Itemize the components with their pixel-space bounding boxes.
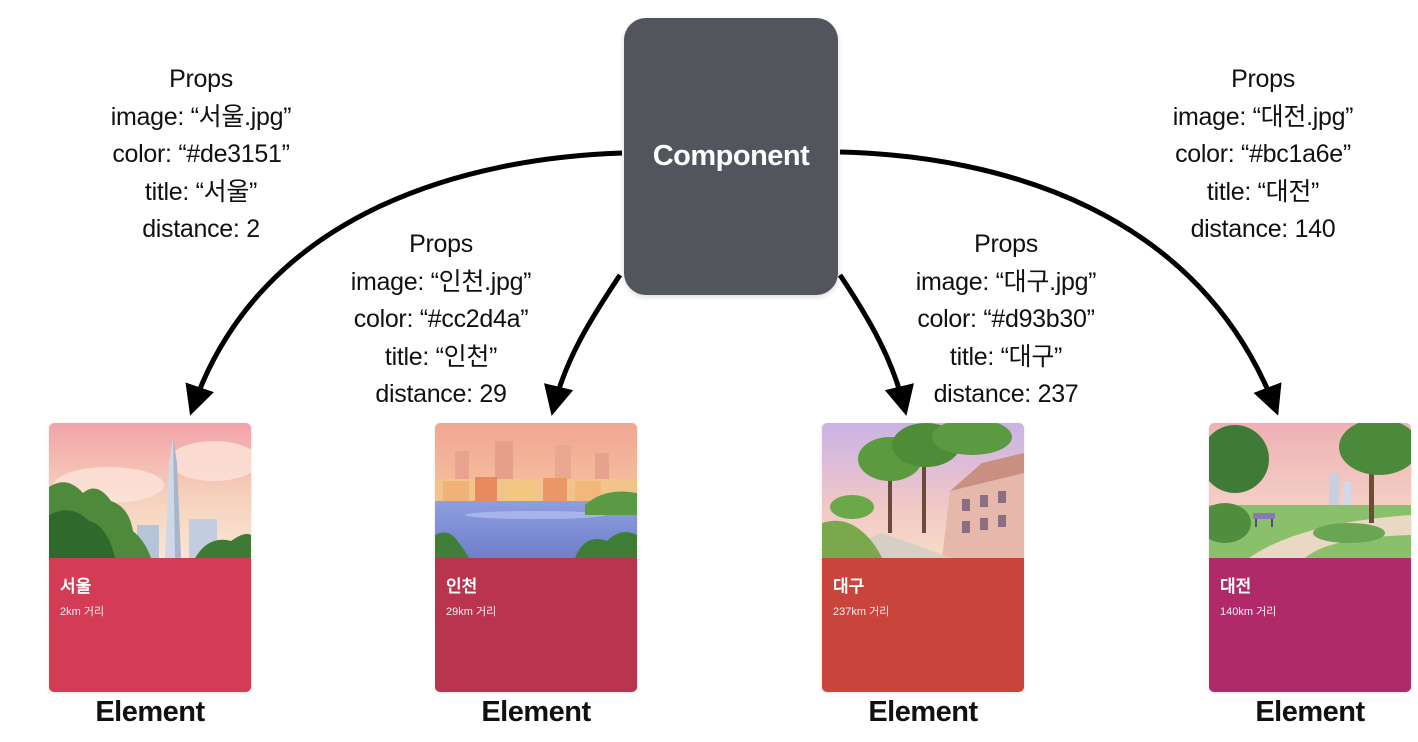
props-image: image: “대전.jpg” xyxy=(1103,99,1418,137)
city-card-2[interactable]: 인천 29km 거리 xyxy=(435,423,637,692)
element-label-3: Element xyxy=(822,696,1024,729)
props-color: color: “#bc1a6e” xyxy=(1103,136,1418,174)
props-distance: distance: 237 xyxy=(846,376,1166,414)
element-label-2: Element xyxy=(435,696,637,729)
card-body: 인천 29km 거리 xyxy=(435,558,637,692)
element-label-4: Element xyxy=(1209,696,1411,729)
city-card-3[interactable]: 대구 237km 거리 xyxy=(822,423,1024,692)
city-card-1[interactable]: 서울 2km 거리 xyxy=(49,423,251,692)
incheon-waterfront-illustration xyxy=(435,423,637,558)
city-card-4[interactable]: 대전 140km 거리 xyxy=(1209,423,1411,692)
card-title: 서울 xyxy=(60,572,91,597)
props-color: color: “#d93b30” xyxy=(846,301,1166,339)
props-block-2: Props image: “인천.jpg” color: “#cc2d4a” t… xyxy=(281,226,601,414)
props-block-1: Props image: “서울.jpg” color: “#de3151” t… xyxy=(41,61,361,249)
daegu-street-illustration xyxy=(822,423,1024,558)
card-title: 대구 xyxy=(833,572,864,597)
props-title: title: “대전” xyxy=(1103,174,1418,212)
daejeon-park-illustration xyxy=(1209,423,1411,558)
props-image: image: “인천.jpg” xyxy=(281,264,601,302)
props-color: color: “#cc2d4a” xyxy=(281,301,601,339)
props-color: color: “#de3151” xyxy=(41,136,361,174)
component-label: Component xyxy=(653,140,810,173)
props-heading: Props xyxy=(1103,61,1418,99)
card-body: 대구 237km 거리 xyxy=(822,558,1024,692)
seoul-skyline-illustration xyxy=(49,423,251,558)
card-distance: 2km 거리 xyxy=(60,603,104,619)
props-block-3: Props image: “대구.jpg” color: “#d93b30” t… xyxy=(846,226,1166,414)
card-title: 대전 xyxy=(1220,572,1251,597)
props-block-4: Props image: “대전.jpg” color: “#bc1a6e” t… xyxy=(1103,61,1418,249)
props-image: image: “서울.jpg” xyxy=(41,99,361,137)
props-title: title: “서울” xyxy=(41,174,361,212)
component-box: Component xyxy=(624,18,838,295)
element-label-1: Element xyxy=(49,696,251,729)
props-distance: distance: 140 xyxy=(1103,211,1418,249)
props-title: title: “대구” xyxy=(846,339,1166,377)
props-heading: Props xyxy=(41,61,361,99)
card-title: 인천 xyxy=(446,572,477,597)
card-body: 서울 2km 거리 xyxy=(49,558,251,692)
props-distance: distance: 29 xyxy=(281,376,601,414)
card-body: 대전 140km 거리 xyxy=(1209,558,1411,692)
card-distance: 29km 거리 xyxy=(446,603,496,619)
props-heading: Props xyxy=(281,226,601,264)
card-distance: 237km 거리 xyxy=(833,603,889,619)
card-distance: 140km 거리 xyxy=(1220,603,1276,619)
props-image: image: “대구.jpg” xyxy=(846,264,1166,302)
props-title: title: “인천” xyxy=(281,339,601,377)
